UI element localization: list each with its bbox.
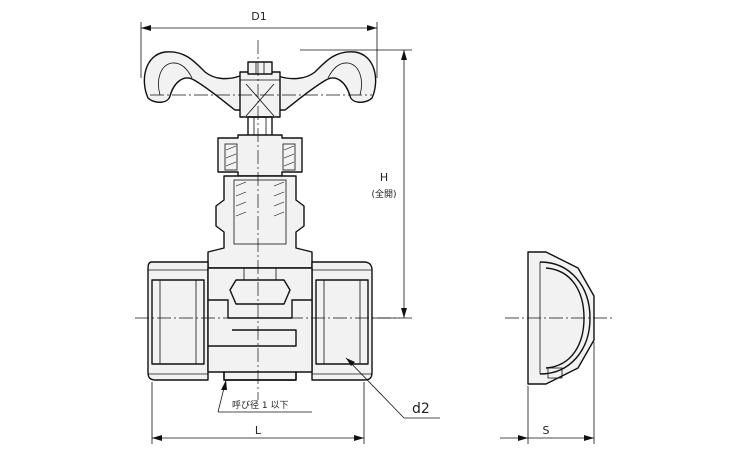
- dimension-h-note: (全開): [371, 188, 396, 200]
- dimension-h: H (全開): [300, 49, 412, 319]
- valve-body: [147, 261, 373, 381]
- dimension-s: S: [500, 342, 595, 444]
- nominal-size-label: 呼び径 1 以下: [232, 399, 288, 411]
- leader-d2-label: d2: [412, 401, 430, 417]
- dimension-l: L: [151, 382, 365, 444]
- handwheel: [143, 51, 377, 118]
- stem-bonnet: [207, 116, 313, 269]
- center-lines: [135, 40, 612, 400]
- leader-d2: d2: [345, 357, 440, 419]
- dimension-s-label: S: [543, 424, 550, 437]
- dimension-h-label: H: [380, 171, 388, 184]
- nominal-size-note: 呼び径 1 以下: [217, 379, 312, 413]
- dimension-l-label: L: [255, 424, 262, 437]
- dimension-d1-label: D1: [251, 10, 266, 23]
